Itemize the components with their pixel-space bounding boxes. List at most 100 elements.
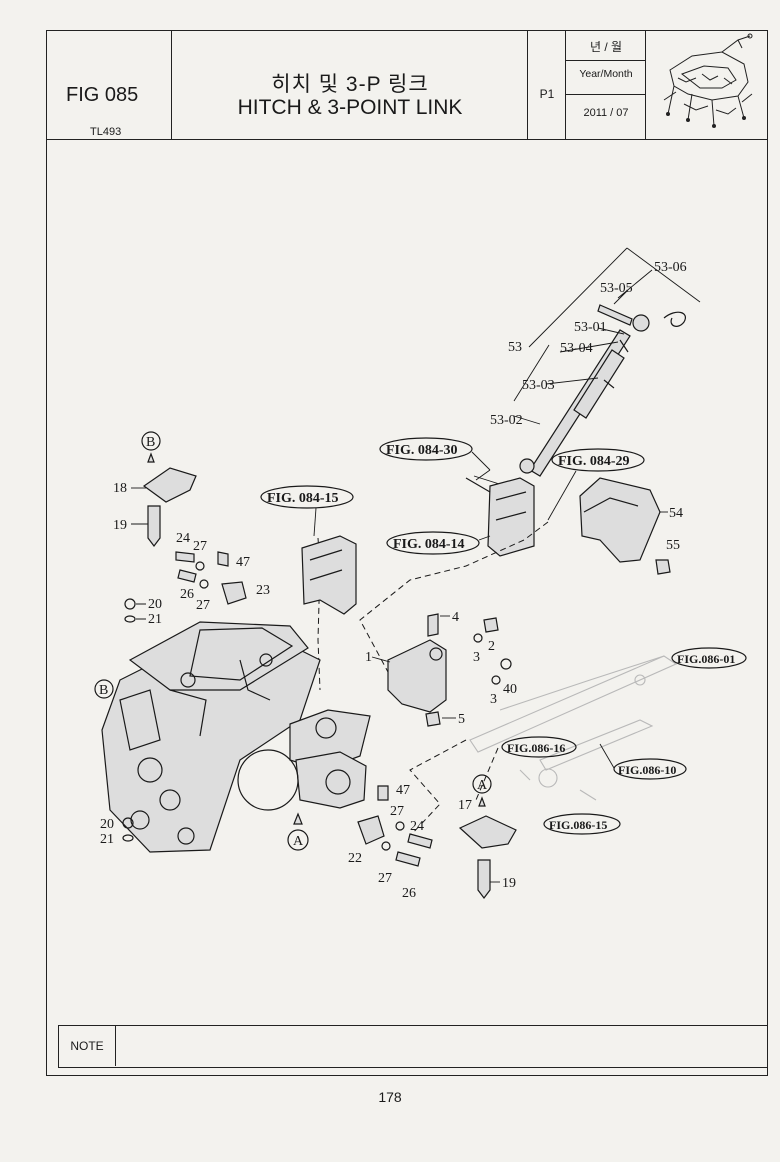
callout-27d: 27 [378,871,392,886]
callout-26-bottom: 26 [402,886,416,901]
figref-084-14: FIG. 084-14 [393,537,465,552]
callout-26-top: 26 [180,587,194,602]
arrow-up-icon [293,812,303,825]
figref-084-30-oval [379,437,473,461]
pin-23 [221,581,247,605]
view-b-marker-top [141,431,161,451]
callout-18: 18 [113,481,127,496]
figref-086-15-oval [543,813,621,835]
arrow-up-icon [147,452,155,463]
top-link-eye-end [632,314,650,332]
bolt-24-bottom [407,833,433,849]
callout-24-top: 24 [176,531,190,546]
callout-53-05: 53-05 [600,281,633,296]
rear-axle-housing [237,749,299,811]
page-code-cell: P1 [528,30,566,140]
figref-086-16: FIG.086-16 [507,741,565,755]
callout-55: 55 [666,538,680,553]
bolt-26-bottom [395,851,421,867]
title-english: HITCH & 3-POINT LINK [237,96,463,119]
callout-19-top: 19 [113,518,127,533]
washer-21-top [124,615,136,623]
figref-084-29-oval [551,448,645,472]
bolt-24-top [175,551,195,563]
pto-shield [579,477,661,563]
shield-bolt [655,559,671,575]
washer-3b [491,675,501,685]
top-link-ball-end [519,458,535,474]
title-cell: 히치 및 3-P 링크 HITCH & 3-POINT LINK [172,30,528,140]
callout-53-02: 53-02 [490,413,523,428]
tractor-hitch-thumbnail-icon [663,33,753,128]
hitch-plate-a [458,815,517,849]
callout-3a: 3 [473,650,480,665]
callout-53-06: 53-06 [654,260,687,275]
clip-47-top [217,551,229,567]
figref-086-15: FIG.086-15 [549,818,607,832]
nut-40 [500,658,512,670]
revision-date: 2011 / 07 [583,107,629,119]
figref-086-01: FIG.086-01 [677,652,735,666]
nut-20-top [124,598,136,610]
thumbnail-cell [646,30,766,140]
figref-086-01-oval [671,647,747,669]
hitch-bolt-a [477,859,491,899]
year-month-korean: 년 / 월 [589,40,623,54]
callout-27-top: 27 [193,539,207,554]
washer-27d [381,841,391,851]
arrow-up-icon [478,796,486,807]
callout-27b-top: 27 [196,598,210,613]
figref-084-15: FIG. 084-15 [267,491,339,506]
view-a-marker-bottom [287,829,309,851]
figref-086-10-oval [613,758,687,780]
page-code: P1 [539,87,555,101]
pin-4 [427,613,439,637]
figref-084-30: FIG. 084-30 [386,443,458,458]
hitch-bracket-1 [387,639,447,713]
lynch-pin [663,311,686,327]
callout-21-bottom: 21 [100,832,114,847]
view-a-label-top: A [477,778,488,793]
lower-link-ghost [469,655,678,801]
callout-40: 40 [503,682,517,697]
nut-20-bottom [122,817,134,829]
washer-27-top [195,561,205,571]
model-code: TL493 [90,126,122,138]
washer-27c [395,821,405,831]
callout-53-03: 53-03 [522,378,555,393]
date-divider [566,94,646,95]
washer-27b-top [199,579,209,589]
washer-21-bottom [122,834,134,842]
view-a-marker-top [472,774,492,794]
title-korean: 히치 및 3-P 링크 [271,73,429,96]
top-link-bracket [487,477,535,557]
fig-number: FIG 085 [66,84,139,106]
figref-086-16-oval [501,736,577,758]
transmission-housing [101,621,371,853]
pin-22 [357,815,385,845]
hitch-support-bracket [301,535,357,615]
callout-54: 54 [669,506,683,521]
callout-1: 1 [365,650,372,665]
top-link-pin [597,304,633,326]
callout-53: 53 [508,340,522,355]
figref-086-10: FIG.086-10 [618,763,676,777]
view-b-marker-left [94,679,114,699]
figref-084-29: FIG. 084-29 [558,454,630,469]
view-b-label-top: B [146,435,155,450]
callout-22: 22 [348,851,362,866]
hitch-plate-b [142,467,197,503]
top-link-turnbuckle [573,349,625,419]
year-month-english: Year/Month [579,68,633,80]
bolt-2 [483,617,499,633]
callout-19-bottom: 19 [502,876,516,891]
callout-21-top: 21 [148,612,162,627]
note-label: NOTE [59,1026,116,1066]
callout-3b: 3 [490,692,497,707]
callout-5: 5 [458,712,465,727]
washer-3a [473,633,483,643]
view-a-label-bottom: A [293,834,304,849]
fig-number-cell: FIG 085 TL493 [46,30,172,140]
date-divider [566,60,646,61]
